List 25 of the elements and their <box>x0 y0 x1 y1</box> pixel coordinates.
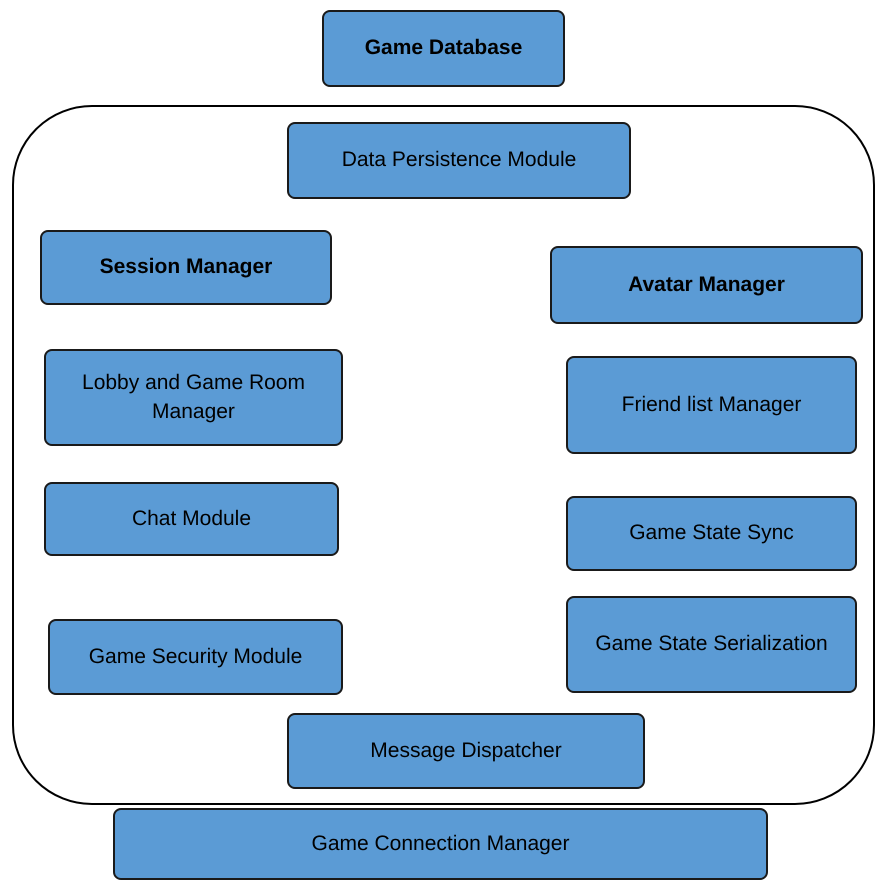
module-label: Lobby and Game Room Manager <box>81 370 306 424</box>
module-box <box>287 122 631 199</box>
module-label: Game Connection Manager <box>312 830 570 857</box>
module-box <box>113 808 768 880</box>
module-label: Game Database <box>364 35 522 62</box>
module-label: Avatar Manager <box>628 272 785 298</box>
module-box <box>44 482 339 556</box>
module-label: Chat Module <box>132 506 252 532</box>
module-label: Friend list Manager <box>622 392 802 418</box>
module-box <box>44 349 343 446</box>
module-box <box>40 230 332 305</box>
module-label: Game Security Module <box>88 644 302 670</box>
module-box <box>566 596 857 693</box>
module-label: Session Manager <box>100 254 272 280</box>
module-box <box>550 246 863 324</box>
module-label: Message Dispatcher <box>370 738 562 764</box>
module-box <box>322 10 565 87</box>
module-box <box>48 619 343 695</box>
module-box <box>287 713 645 789</box>
module-box <box>566 496 857 571</box>
container-box <box>12 105 875 805</box>
module-label: Game State Serialization <box>595 631 828 658</box>
module-label: Data Persistence Module <box>342 147 576 174</box>
module-box <box>566 356 857 454</box>
module-label: Game State Sync <box>629 520 794 546</box>
